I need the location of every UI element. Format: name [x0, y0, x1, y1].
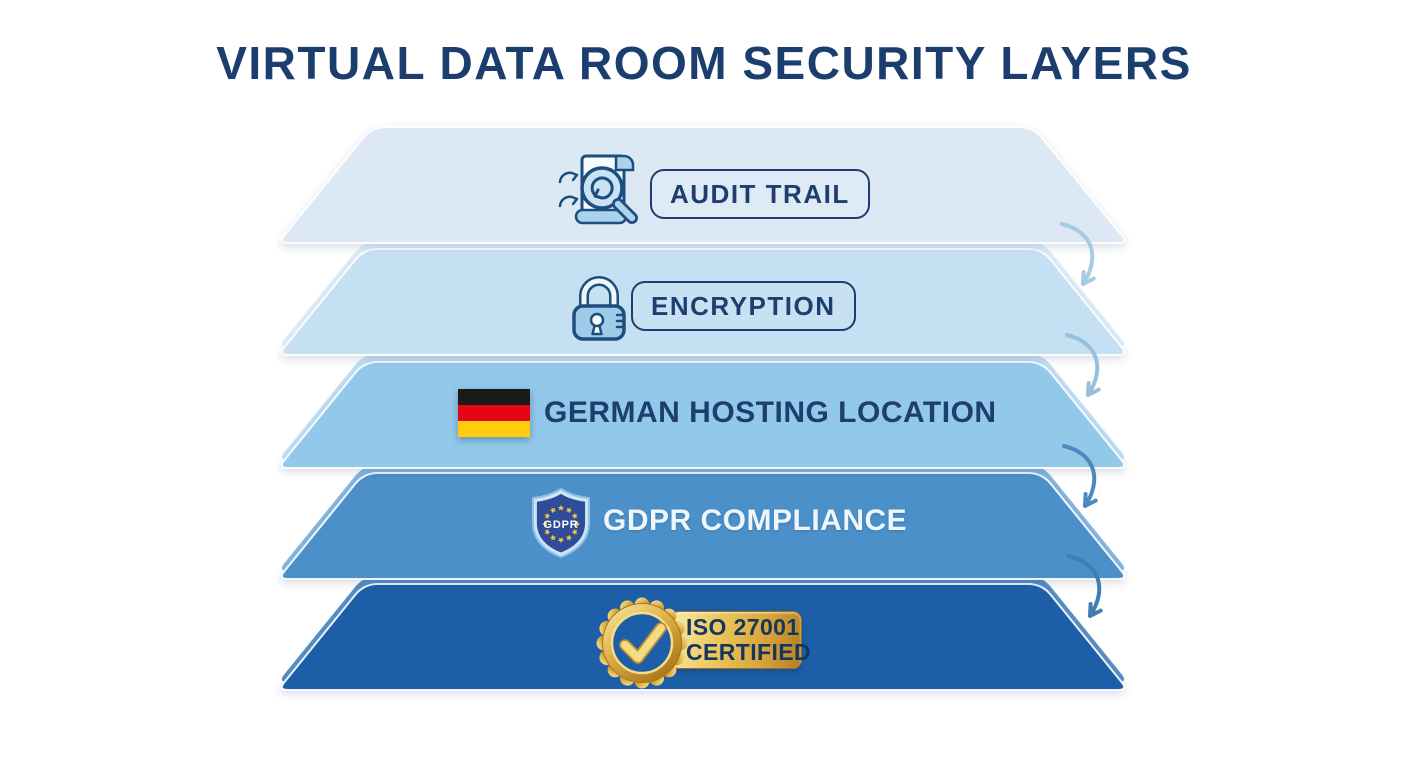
- audit-trail-search-document-icon: [558, 154, 638, 225]
- gdpr-badge-text: GDPR: [544, 519, 579, 531]
- iso-line-1: ISO 27001: [686, 613, 800, 640]
- audit-trail-label: AUDIT TRAIL: [650, 169, 870, 219]
- iso-certified-plate: ISO 27001 CERTIFIED: [670, 611, 811, 669]
- encryption-padlock-icon: [572, 276, 626, 341]
- flag-stripe-gold: [458, 421, 530, 437]
- checkmark-icon: [621, 624, 665, 662]
- gdpr-compliance-label: GDPR COMPLIANCE: [603, 504, 908, 537]
- iso-line-2: CERTIFIED: [686, 639, 811, 665]
- page-title: VIRTUAL DATA ROOM SECURITY LAYERS: [216, 37, 1192, 89]
- flag-stripe-black: [458, 389, 530, 405]
- german-hosting-label: GERMAN HOSTING LOCATION: [544, 396, 997, 429]
- encryption-label: ENCRYPTION: [631, 281, 856, 331]
- gdpr-shield-icon: GDPR: [532, 488, 590, 558]
- flag-stripe-red: [458, 405, 530, 421]
- iso-certified-gold-seal-icon: [596, 597, 688, 689]
- german-flag-icon: [458, 389, 530, 437]
